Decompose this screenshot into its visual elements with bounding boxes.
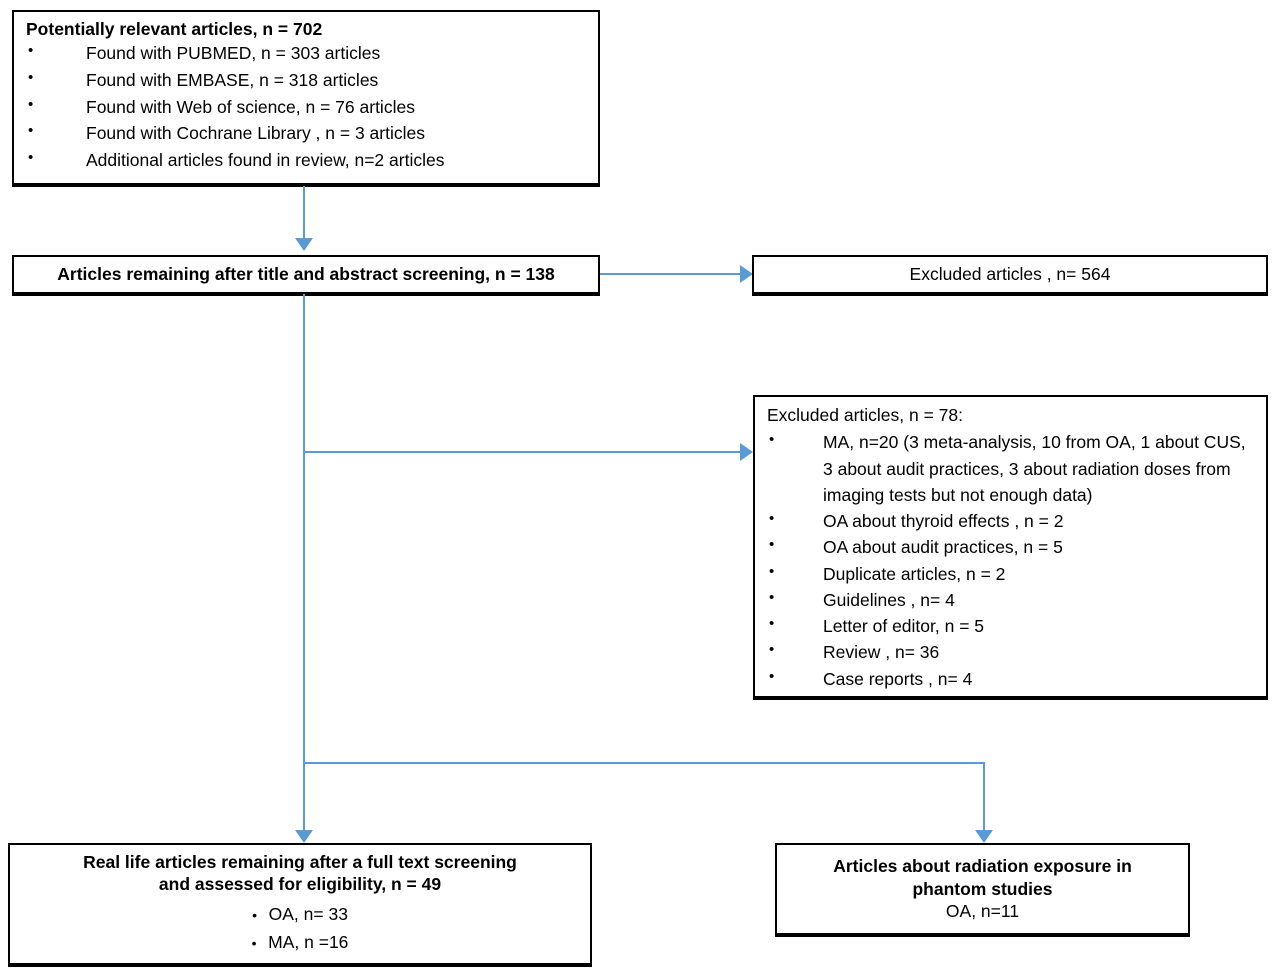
box-real-life-title-line2: and assessed for eligibility, n = 49: [158, 874, 442, 895]
connector-to-phantom-line: [983, 762, 985, 830]
box-excluded564-title: Excluded articles , n= 564: [909, 264, 1111, 285]
connector-screened-to-excluded564-line: [600, 273, 740, 275]
connector-branch-horizontal: [303, 762, 985, 764]
list-item: Additional articles found in review, n=2…: [26, 147, 588, 174]
box-potentially-relevant-articles: Potentially relevant articles, n = 702 F…: [12, 10, 600, 185]
connector-screened-to-excluded78-arrow: [740, 443, 753, 461]
box-screened-title: Articles remaining after title and abstr…: [57, 264, 555, 285]
connector-screened-to-excluded78-line: [303, 451, 743, 453]
connector-to-real-life-arrow: [295, 830, 313, 843]
list-item: Guidelines , n= 4: [767, 587, 1256, 613]
box-phantom-studies: Articles about radiation exposure in pha…: [775, 843, 1190, 935]
connector-to-phantom-arrow: [975, 830, 993, 843]
box-sources-title: Potentially relevant articles, n = 702: [26, 19, 323, 39]
box-real-life-title-line1: Real life articles remaining after a ful…: [83, 851, 517, 872]
box-phantom-detail: OA, n=11: [945, 901, 1020, 922]
box-sources-bullet-list: Found with PUBMED, n = 303 articles Foun…: [26, 40, 588, 173]
list-item: Duplicate articles, n = 2: [767, 561, 1256, 587]
connector-to-real-life-line: [303, 762, 305, 830]
list-item: Review , n= 36: [767, 639, 1256, 665]
list-item: Found with EMBASE, n = 318 articles: [26, 67, 588, 94]
list-item: Letter of editor, n = 5: [767, 613, 1256, 639]
box-real-life-sub-bullets: OA, n= 33 MA, n =16: [10, 900, 590, 958]
connector-sources-to-screened-arrow: [295, 238, 313, 251]
list-item: Found with Web of science, n = 76 articl…: [26, 94, 588, 121]
box-excluded-articles-78: Excluded articles, n = 78: MA, n=20 (3 m…: [753, 395, 1268, 698]
list-item: Found with Cochrane Library , n = 3 arti…: [26, 120, 588, 147]
list-item: OA about thyroid effects , n = 2: [767, 508, 1256, 534]
list-item: Case reports , n= 4: [767, 666, 1256, 692]
list-item: Found with PUBMED, n = 303 articles: [26, 40, 588, 67]
list-item: MA, n =16: [10, 928, 590, 957]
box-phantom-title-line1: Articles about radiation exposure in: [833, 856, 1132, 877]
connector-sources-to-screened-line: [303, 186, 305, 238]
box-real-life-articles: Real life articles remaining after a ful…: [8, 843, 592, 965]
box-excluded78-bullet-list: MA, n=20 (3 meta-analysis, 10 from OA, 1…: [767, 429, 1256, 692]
connector-screened-spine: [303, 294, 305, 764]
box-articles-remaining-after-screening: Articles remaining after title and abstr…: [12, 255, 600, 294]
list-item: MA, n=20 (3 meta-analysis, 10 from OA, 1…: [767, 429, 1256, 508]
box-excluded78-lead: Excluded articles, n = 78:: [767, 405, 964, 425]
connector-screened-to-excluded564-arrow: [740, 265, 753, 283]
list-item: OA about audit practices, n = 5: [767, 534, 1256, 560]
box-phantom-title-line2: phantom studies: [912, 878, 1053, 899]
box-excluded-articles-564: Excluded articles , n= 564: [752, 255, 1268, 294]
list-item: OA, n= 33: [10, 900, 590, 929]
